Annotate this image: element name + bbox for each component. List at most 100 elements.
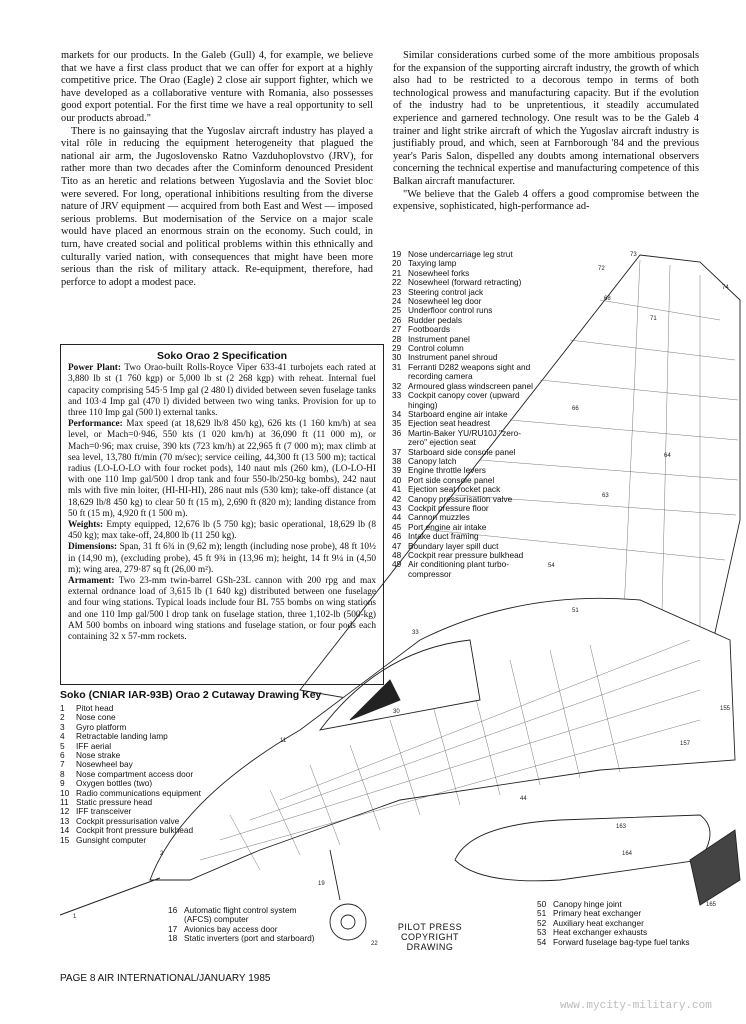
key-number: 34 <box>392 408 402 419</box>
key-number: 16 <box>168 905 178 915</box>
key-number: 13 <box>60 815 70 826</box>
key-label: Nose strake <box>76 750 121 761</box>
key-number: 10 <box>60 787 70 798</box>
key-item: 40 Port side console panel <box>392 474 537 485</box>
right-paragraph-1: Similar considerations curbed some of th… <box>393 50 699 187</box>
key-label: Gunsight computer <box>76 834 147 845</box>
key-label: Avionics bay access door <box>184 923 278 934</box>
key-number: 49 <box>392 559 402 570</box>
key-number: 9 <box>60 778 65 789</box>
key-number: 39 <box>392 465 402 476</box>
key-label: Radio communications equipment <box>76 787 201 798</box>
key-label: Footboards <box>408 324 450 335</box>
spec-dimensions: Dimensions: Span, 31 ft 6¾ in (9,62 m); … <box>68 542 376 576</box>
key-label: Gyro platform <box>76 721 127 732</box>
key-item: 48 Cockpit rear pressure bulkhead <box>392 550 537 560</box>
key-item: 19 Nose undercarriage leg strut <box>392 249 537 259</box>
right-paragraph-2: "We believe that the Galeb 4 offers a go… <box>393 188 699 213</box>
key-number: 29 <box>392 343 402 354</box>
key-number: 19 <box>392 249 402 259</box>
key-label: Instrument panel <box>408 333 470 344</box>
spec-label: Power Plant: <box>68 363 121 374</box>
key-number: 51 <box>537 908 547 919</box>
key-number: 32 <box>392 380 402 391</box>
svg-text:165: 165 <box>706 902 717 908</box>
key-label: Cockpit pressure floor <box>408 502 489 513</box>
key-label: Port side console panel <box>408 474 495 485</box>
key-label: Martin-Baker YU/RU10J "zero-zero" ejecti… <box>408 427 521 448</box>
key-label: Instrument panel shroud <box>408 352 498 363</box>
right-column: Similar considerations curbed some of th… <box>393 50 699 214</box>
key-number: 44 <box>392 512 402 523</box>
key-number: 21 <box>392 267 402 278</box>
key-label: Ejection seat rocket pack <box>408 484 501 495</box>
key-label: Static pressure head <box>76 797 153 808</box>
key-label: Intake duct framing <box>408 531 479 542</box>
svg-text:155: 155 <box>720 706 731 712</box>
key-label: Control column <box>408 343 464 354</box>
svg-text:54: 54 <box>548 563 555 569</box>
key-label: Nose undercarriage leg strut <box>408 249 513 259</box>
callout-numbers: 73 72 74 68 71 66 64 63 54 51 33 30 11 2… <box>73 252 731 947</box>
key-item: 29 Control column <box>392 343 537 354</box>
key-number: 46 <box>392 531 402 542</box>
svg-text:74: 74 <box>722 285 729 291</box>
key-label: Nosewheel forks <box>408 267 470 278</box>
nose-wheel <box>329 903 367 941</box>
windscreen <box>349 679 401 721</box>
key-number: 54 <box>537 936 547 947</box>
key-label: Canopy latch <box>408 455 457 466</box>
left-paragraph-2: There is no gainsaying that the Yugoslav… <box>61 125 373 288</box>
key-number: 48 <box>392 550 402 560</box>
watermark: www.mycity-military.com <box>560 1000 712 1012</box>
key-label: Starboard engine air intake <box>408 408 508 419</box>
key-number: 40 <box>392 474 402 485</box>
key-number: 4 <box>60 731 65 742</box>
key-number: 52 <box>537 917 547 928</box>
key-label: Ferranti D282 weapons sight and recordin… <box>408 361 531 382</box>
left-column: markets for our products. In the Galeb (… <box>61 50 373 289</box>
key-label: Engine throttle levers <box>408 465 486 476</box>
credit-line: PILOT PRESS <box>397 922 463 932</box>
key-label: Nosewheel leg door <box>408 296 482 307</box>
key-label: Cockpit rear pressure bulkhead <box>408 550 524 560</box>
svg-text:22: 22 <box>371 941 378 947</box>
svg-text:1: 1 <box>73 914 77 920</box>
key-label: Cannon muzzles <box>408 512 470 523</box>
specification-box: Soko Orao 2 Specification Power Plant: T… <box>60 344 384 685</box>
key-label: Ejection seat headrest <box>408 418 491 429</box>
spec-title: Soko Orao 2 Specification <box>156 350 288 362</box>
svg-text:157: 157 <box>680 741 691 747</box>
key-number: 45 <box>392 521 402 532</box>
fuselage-outline <box>149 597 736 881</box>
nose-gear-strut <box>329 849 341 901</box>
svg-text:30: 30 <box>393 709 400 715</box>
spec-label: Armament: <box>68 576 115 587</box>
svg-text:163: 163 <box>616 824 627 830</box>
key-number: 14 <box>60 825 70 836</box>
spec-weights: Weights: Empty equipped, 12,676 lb (5 75… <box>68 520 376 542</box>
key-item: 34 Starboard engine air intake <box>392 408 537 419</box>
key-number: 2 <box>60 712 65 723</box>
key-number: 35 <box>392 418 402 429</box>
key-number: 25 <box>392 305 402 316</box>
key-number: 28 <box>392 333 402 344</box>
